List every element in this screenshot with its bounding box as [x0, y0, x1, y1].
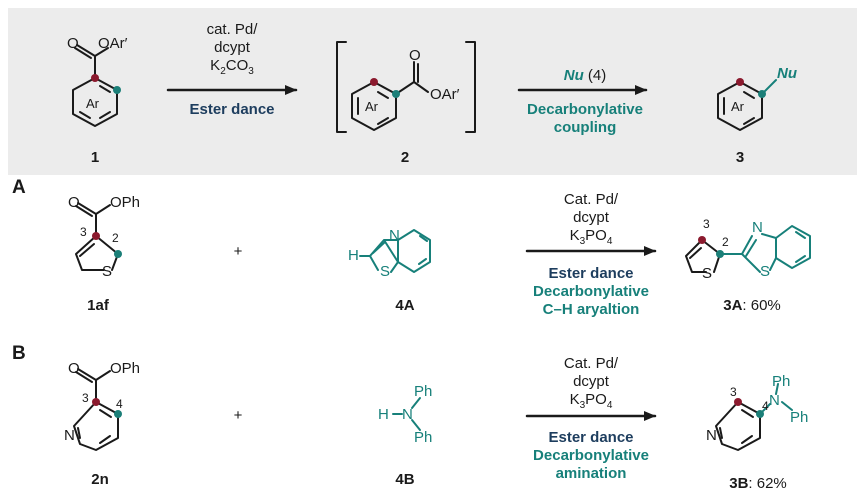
3B-amine-nitrogen: N [769, 392, 780, 409]
A-condition-2: dcypt [573, 209, 609, 226]
2n-nitrogen: N [64, 427, 75, 444]
3B-label: 3B: 62% [729, 476, 787, 491]
position2-dot-1af [114, 250, 122, 258]
arrow1-name: Ester dance [189, 101, 275, 118]
3B-pos-4: 4 [762, 399, 769, 413]
section-B-letter: B [12, 343, 26, 364]
B-condition-2: dcypt [573, 373, 609, 390]
4B-nitrogen: N [402, 406, 413, 423]
arrow1-condition-1: cat. Pd/ [206, 21, 258, 38]
compound-1-structure [72, 44, 118, 127]
3A-sulfur-thiophene: S [702, 265, 713, 282]
ipso-dot-1 [91, 74, 99, 82]
ipso-dot-3 [758, 90, 766, 98]
3A-id: 3A [723, 297, 743, 314]
4B-phenyl-1: Ph [414, 383, 433, 400]
A-name-3: C–H aryaltion [542, 301, 640, 318]
1af-pos-2: 2 [112, 231, 119, 245]
1af-carbonyl-o: O [68, 194, 80, 211]
B-condition-1: Cat. Pd/ [563, 355, 619, 372]
arrow1-condition-2: dcypt [214, 39, 250, 56]
2n-carbonyl-o: O [68, 360, 80, 377]
3B-ring-nitrogen: N [706, 427, 717, 444]
right-bracket [465, 41, 476, 133]
arrow2-name-2: coupling [553, 119, 617, 136]
B-name-2: Decarbonylative [533, 447, 649, 464]
4B-phenyl-2: Ph [414, 429, 433, 446]
position4-dot-3B [756, 410, 764, 418]
compound-1-carbonyl-o: O [67, 35, 79, 52]
position3-dot-1af [92, 232, 100, 240]
substrate-2n-structure [73, 368, 119, 451]
A-name-1: Ester dance [548, 265, 634, 282]
A-condition-3: K3PO4 [569, 227, 613, 247]
1af-sulfur: S [102, 263, 113, 280]
nucleophile-4A-structure [359, 229, 431, 273]
3A-pos-3: 3 [703, 217, 710, 231]
plus-A: + [233, 243, 243, 260]
1af-label: 1af [87, 297, 109, 314]
2n-pos-4: 4 [116, 397, 123, 411]
4A-hydrogen: H [348, 247, 359, 264]
compound-3-substituent: Nu [777, 65, 797, 82]
plus-B: + [233, 407, 243, 424]
position2-dot-3A [716, 250, 724, 258]
compound-2-carbonyl-o: O [409, 47, 421, 64]
A-name-2: Decarbonylative [533, 283, 649, 300]
A-condition-1: Cat. Pd/ [563, 191, 619, 208]
position3-dot-3A [698, 236, 706, 244]
4A-sulfur: S [380, 263, 391, 280]
3B-pos-3: 3 [730, 385, 737, 399]
compound-3-label: 3 [735, 149, 745, 166]
ortho-dot-2 [370, 78, 378, 86]
position3-dot-2n [92, 398, 100, 406]
arrow2-reagent-id: (4) [587, 67, 607, 84]
3A-label: 3A: 60% [723, 298, 781, 313]
arrow1-condition-3: K2CO3 [210, 57, 254, 77]
ipso-dot-2 [392, 90, 400, 98]
3A-yield: : 60% [742, 297, 781, 314]
arrow2-name-1: Decarbonylative [527, 101, 643, 118]
compound-1-ring-label: Ar [86, 96, 99, 111]
position3-dot-3B [734, 398, 742, 406]
3A-nitrogen: N [752, 219, 763, 236]
4A-label: 4A [395, 297, 415, 314]
product-3B-structure [715, 401, 761, 451]
ortho-dot-3 [736, 78, 744, 86]
2n-pos-3: 3 [82, 391, 89, 405]
B-name-3: amination [555, 465, 627, 482]
3A-pos-2: 2 [722, 235, 729, 249]
3B-id: 3B [729, 475, 749, 492]
3A-sulfur-benzothiazole: S [760, 263, 771, 280]
left-bracket [336, 41, 347, 133]
compound-2-substituent: OAr′ [430, 86, 460, 103]
4B-label: 4B [395, 471, 415, 488]
3B-yield: : 62% [748, 475, 787, 492]
1af-substituent: OPh [110, 194, 141, 211]
compound-1-substituent: OAr′ [98, 35, 128, 52]
4A-nitrogen: N [389, 227, 400, 244]
2n-substituent: OPh [110, 360, 141, 377]
nucleophile-4B-structure [392, 397, 421, 431]
1af-pos-3: 3 [80, 225, 87, 239]
3B-phenyl-1: Ph [772, 373, 791, 390]
compound-1-label: 1 [90, 149, 100, 166]
B-name-1: Ester dance [548, 429, 634, 446]
arrow2-nu: Nu [563, 67, 584, 84]
arrow2-reagent: Nu (4) [564, 68, 607, 83]
section-A-letter: A [12, 177, 26, 198]
2n-label: 2n [91, 471, 109, 488]
compound-2-structure [351, 61, 429, 131]
compound-3-ring-label: Ar [731, 99, 744, 114]
compound-2-label: 2 [400, 149, 410, 166]
position4-dot-2n [114, 410, 122, 418]
compound-2-ring-label: Ar [365, 99, 378, 114]
B-condition-3: K3PO4 [569, 391, 613, 411]
4B-hydrogen: H [378, 406, 389, 423]
header-panel [8, 8, 857, 175]
ortho-dot-1 [113, 86, 121, 94]
3B-phenyl-2: Ph [790, 409, 809, 426]
